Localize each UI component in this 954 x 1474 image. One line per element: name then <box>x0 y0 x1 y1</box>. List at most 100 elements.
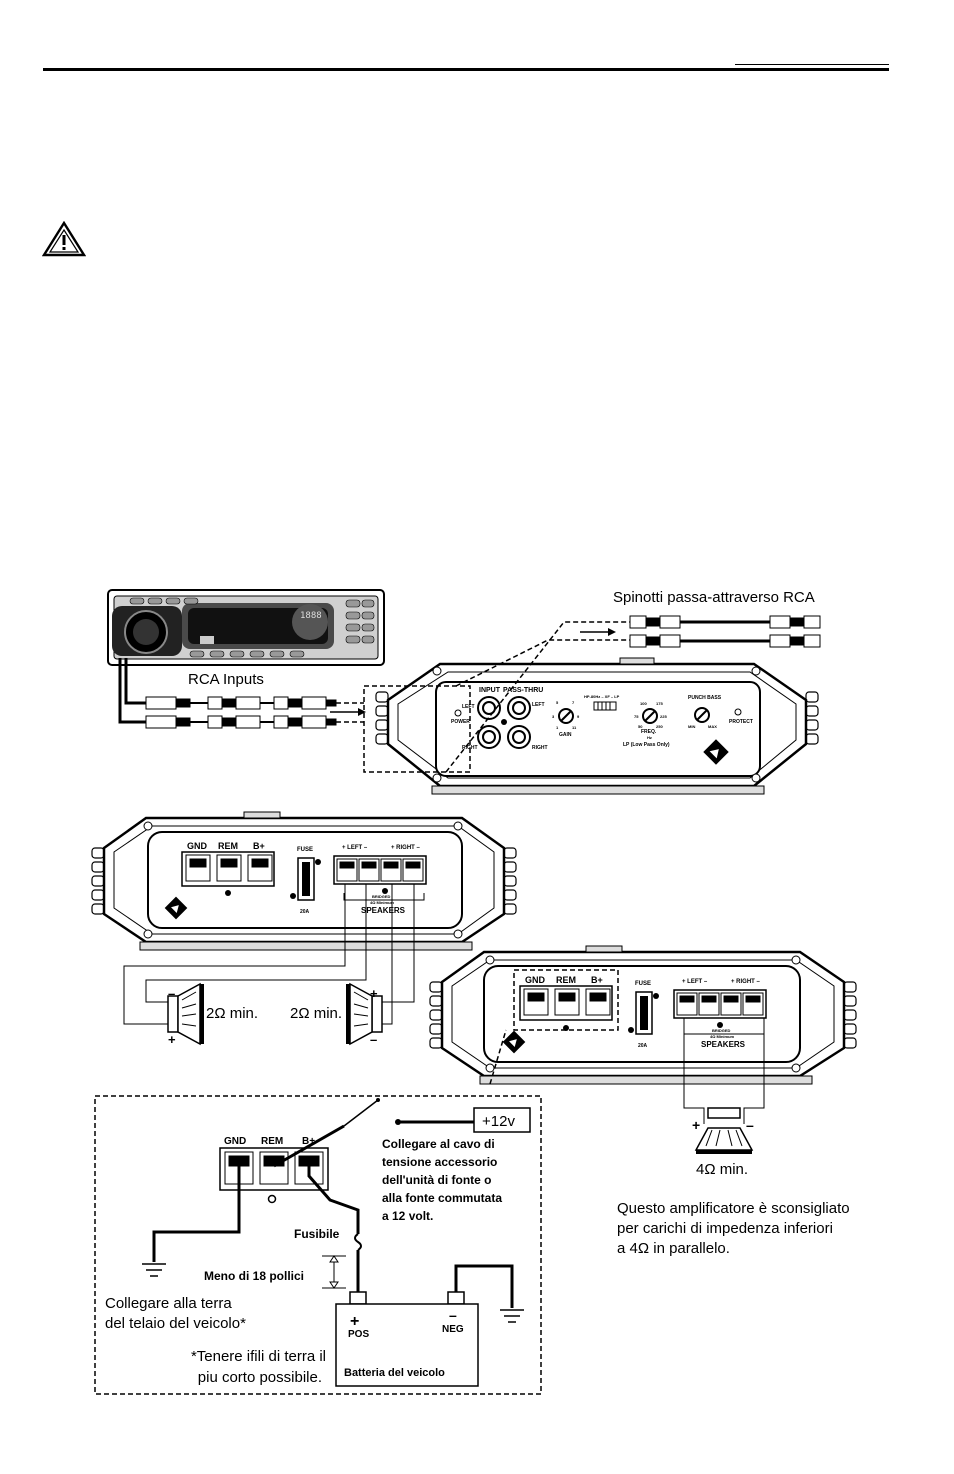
warning-icon <box>42 221 86 257</box>
battery-minus: – <box>449 1307 457 1323</box>
fuse-rating-2: 20A <box>638 1043 648 1049</box>
rca-plugs-inputs <box>145 696 366 729</box>
ground-note: Collegare alla terra del telaio del veic… <box>105 1295 246 1332</box>
speakers-label: SPEAKERS <box>361 906 406 915</box>
fuse-text: Fusibile <box>294 1227 340 1241</box>
plus12v-label: +12v <box>482 1113 515 1130</box>
spk-left-minus: – <box>168 986 175 1001</box>
gain-scale: 7 <box>572 700 575 705</box>
fuse-label: FUSE <box>297 847 313 853</box>
freq-label: FREQ. <box>641 729 657 735</box>
fuse-icon <box>354 1233 362 1251</box>
speaker-wires-4ohm <box>683 1018 765 1124</box>
protect-label: PROTECT <box>729 719 753 725</box>
freq-scale: 225 <box>660 714 667 719</box>
header-rule-short <box>735 64 889 65</box>
length-indicator <box>322 1255 346 1289</box>
power-detail-box <box>94 1095 542 1395</box>
amp-terminal-panel-left: GND REM B+ FUSE 20A + LEFT – + RIGHT – B… <box>91 811 517 951</box>
accessory-note-line: Collegare al cavo di <box>382 1137 495 1151</box>
bplus-label-2: B+ <box>591 975 603 985</box>
right-term-label: + RIGHT – <box>391 845 421 851</box>
ground-note-line: del telaio del veicolo* <box>105 1315 246 1332</box>
rem-label-2: REM <box>556 975 576 985</box>
gnd-label-2: GND <box>525 975 546 985</box>
left-term-label: + LEFT – <box>342 845 368 851</box>
punch-bass-label: PUNCH BASS <box>688 695 722 701</box>
head-unit: 1888 <box>107 589 385 666</box>
ground-icon <box>500 1309 524 1323</box>
left-term-label-2: + LEFT – <box>682 979 708 985</box>
bplus-label-3: B+ <box>302 1136 315 1147</box>
impedance-note-line: Questo amplificatore è sconsigliato <box>617 1200 850 1217</box>
accessory-note-line: tensione accessorio <box>382 1155 497 1169</box>
amp-input-panel: INPUT PASS-THRU LEFT LEFT RIGHT RIGHT PO… <box>375 657 819 795</box>
accessory-note: Collegare al cavo di tensione accessorio… <box>382 1137 502 1223</box>
speakers-label-2: SPEAKERS <box>701 1040 746 1049</box>
accessory-note-line: alla fonte commutata <box>382 1191 502 1205</box>
left-jack-label: LEFT <box>462 704 475 710</box>
punch-min: MIN <box>688 724 695 729</box>
spk-left-plus: + <box>168 1032 176 1047</box>
freq-scale: 175 <box>656 701 663 706</box>
pass-thru-label: PASS-THRU <box>503 687 543 694</box>
neg-label: NEG <box>442 1324 464 1335</box>
accessory-note-line: dell'unità di fonte o <box>382 1173 492 1187</box>
gain-scale: 9 <box>577 714 580 719</box>
spk-right-plus: + <box>370 986 378 1001</box>
ground-short-line: piu corto possibile. <box>198 1369 322 1386</box>
ground-icon <box>142 1263 166 1277</box>
power-wires <box>152 1124 514 1308</box>
pos-label: POS <box>348 1329 369 1340</box>
speaker-right <box>346 982 383 1046</box>
gain-scale: 3 <box>552 714 555 719</box>
fuse-rating: 20A <box>300 909 310 915</box>
battery-label: Batteria del veicolo <box>344 1367 445 1379</box>
freq-scale: 250 <box>656 724 663 729</box>
rem-label-3: REM <box>261 1136 283 1147</box>
battery <box>335 1291 479 1387</box>
freq-scale: 75 <box>634 714 639 719</box>
fuse-label-2: FUSE <box>635 981 651 987</box>
less-than-label: Meno di 18 pollici <box>204 1269 304 1283</box>
accessory-note-line: a 12 volt. <box>382 1209 433 1223</box>
power-label: POWER <box>451 719 470 725</box>
rca-input-cables <box>118 658 146 724</box>
rca-routing <box>363 621 630 773</box>
spk-right-minus: – <box>370 1032 377 1047</box>
lp-note: LP (Low Pass Only) <box>623 742 670 748</box>
right-term-label-2: + RIGHT – <box>731 979 761 985</box>
impedance-note-line: per carichi di impedenza inferiori <box>617 1220 833 1237</box>
rca-inputs-label: RCA Inputs <box>188 671 264 688</box>
bridged-min-label-2: 4Ω Minimum <box>710 1034 735 1039</box>
input-label: INPUT <box>479 687 501 694</box>
header-rule <box>43 68 889 71</box>
spk-bridged-plus: + <box>692 1117 700 1133</box>
gain-scale: 1 <box>556 725 559 730</box>
rca-plugs-passthru <box>629 615 821 648</box>
two-ohm-right: 2Ω min. <box>290 1005 342 1022</box>
gain-label: GAIN <box>559 732 572 738</box>
punch-max: MAX <box>708 724 717 729</box>
amp-terminal-panel-right: GND REM B+ FUSE 20A + LEFT – + RIGHT – B… <box>429 945 857 1085</box>
xover-label: HP-80Hz – XF – LP <box>584 694 620 699</box>
rem-label: REM <box>218 841 238 851</box>
bridged-label: BRIDGED <box>372 894 391 899</box>
ground-short-line: *Tenere ifili di terra il <box>191 1348 326 1365</box>
speaker-left <box>167 982 204 1046</box>
gnd-label-3: GND <box>224 1136 246 1147</box>
freq-scale: 100 <box>640 701 647 706</box>
ground-short-note: *Tenere ifili di terra il piu corto poss… <box>191 1348 326 1386</box>
speaker-bridged <box>694 1107 754 1154</box>
left-pass-label: LEFT <box>532 702 545 708</box>
bplus-label: B+ <box>253 841 265 851</box>
speaker-wires-2ohm <box>123 884 415 1025</box>
bridged-label-2: BRIDGED <box>712 1028 731 1033</box>
impedance-note-line: a 4Ω in parallelo. <box>617 1240 730 1257</box>
four-ohm-label: 4Ω min. <box>696 1161 748 1178</box>
freq-scale: 50 <box>638 724 643 729</box>
head-unit-display: 1888 <box>300 611 322 621</box>
hz-label: Hz <box>647 735 652 740</box>
two-ohm-left: 2Ω min. <box>206 1005 258 1022</box>
